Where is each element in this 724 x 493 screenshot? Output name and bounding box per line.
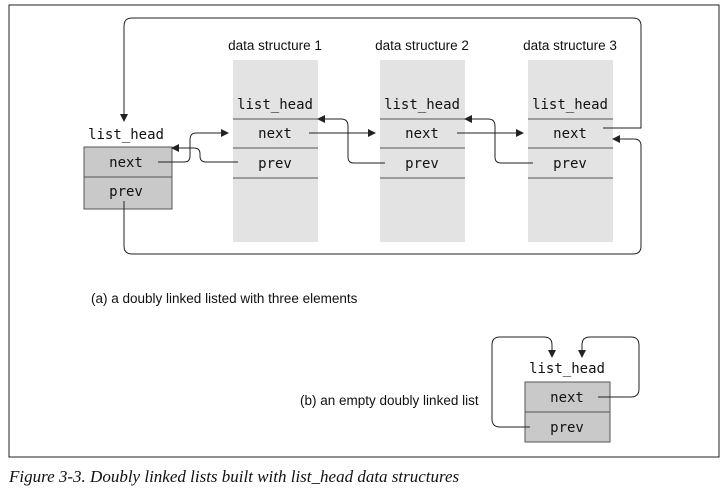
head-prev-field xyxy=(83,176,173,210)
data-structure-1: data structure 1 list_head next prev xyxy=(228,38,322,242)
data-structure-3-prev: prev xyxy=(553,156,587,172)
arrow-ds2-prev-to-ds1 xyxy=(317,115,385,164)
caption-a: (a) a doubly linked listed with three el… xyxy=(91,291,358,306)
arrow-ds3-next-to-head xyxy=(120,17,642,129)
arrow-ds3-prev-to-ds2 xyxy=(464,115,533,164)
diagram-a: list_head next prev data structure 1 lis… xyxy=(83,17,642,306)
data-structure-1-next: next xyxy=(258,126,292,142)
data-structure-3: data structure 3 list_head next prev xyxy=(523,38,617,242)
data-structure-2: data structure 2 list_head next prev xyxy=(375,38,469,242)
diagram-b: list_head next prev (b) an empty doubly … xyxy=(300,336,640,443)
data-structure-1-title: data structure 1 xyxy=(228,38,322,53)
head-node-label: list_head xyxy=(88,127,164,143)
empty-head-prev-label: prev xyxy=(550,420,584,436)
empty-head-next-label: next xyxy=(550,390,584,406)
figure-frame xyxy=(8,4,720,458)
head-next-label: next xyxy=(109,155,143,171)
data-structure-2-label: list_head xyxy=(384,97,460,113)
data-structure-1-label: list_head xyxy=(237,97,313,113)
empty-head-label: list_head xyxy=(529,361,605,377)
data-structure-1-prev: prev xyxy=(258,156,292,172)
data-structure-2-title: data structure 2 xyxy=(375,38,469,53)
empty-head-prev-field xyxy=(524,411,611,443)
head-prev-label: prev xyxy=(109,184,143,200)
data-structure-3-title: data structure 3 xyxy=(523,38,617,53)
data-structure-2-next: next xyxy=(405,126,439,142)
figure-caption: Figure 3-3. Doubly linked lists built wi… xyxy=(8,467,460,486)
arrow-empty-prev-self xyxy=(491,336,556,428)
empty-head-next-field xyxy=(524,381,611,413)
arrow-empty-next-self xyxy=(578,336,640,398)
data-structure-3-label: list_head xyxy=(532,97,608,113)
arrow-head-prev-to-ds3 xyxy=(123,135,642,255)
data-structure-2-prev: prev xyxy=(405,156,439,172)
caption-b: (b) an empty doubly linked list xyxy=(300,393,479,408)
arrow-ds1-prev-to-head xyxy=(171,144,238,163)
head-node: list_head next prev xyxy=(83,127,173,210)
data-structure-3-next: next xyxy=(553,126,587,142)
